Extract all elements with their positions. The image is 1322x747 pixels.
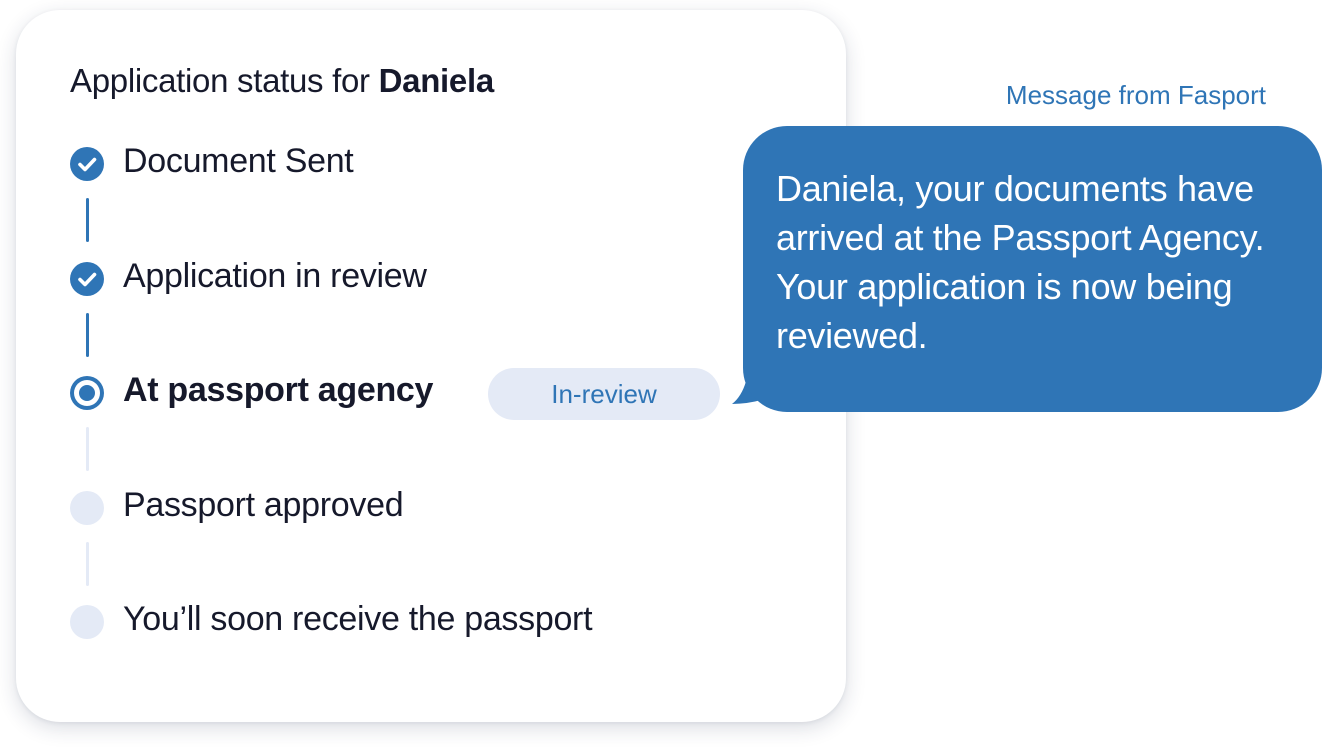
step-connector — [86, 427, 89, 471]
step-receive-passport: You’ll soon receive the passport — [123, 600, 593, 638]
step-passport-approved: Passport approved — [123, 486, 404, 524]
step-connector — [86, 198, 89, 242]
step-connector — [86, 313, 89, 357]
check-circle-icon — [70, 147, 104, 181]
status-badge: In-review — [488, 368, 720, 420]
message-text: Daniela, your documents have arrived at … — [776, 168, 1265, 356]
radio-circle-icon — [70, 376, 104, 410]
empty-circle-icon — [70, 605, 104, 639]
applicant-name: Daniela — [378, 62, 495, 99]
message-bubble: Daniela, your documents have arrived at … — [743, 126, 1322, 412]
step-connector — [86, 542, 89, 586]
page-title: Application status for Daniela — [70, 62, 494, 100]
step-document-sent: Document Sent — [123, 142, 354, 180]
step-at-passport-agency: At passport agency — [123, 371, 434, 409]
message-header: Message from Fasport — [1005, 80, 1266, 110]
step-application-in-review: Application in review — [123, 257, 427, 295]
title-prefix: Application status for — [70, 62, 370, 99]
check-circle-icon — [70, 262, 104, 296]
empty-circle-icon — [70, 491, 104, 525]
status-card — [16, 10, 846, 722]
